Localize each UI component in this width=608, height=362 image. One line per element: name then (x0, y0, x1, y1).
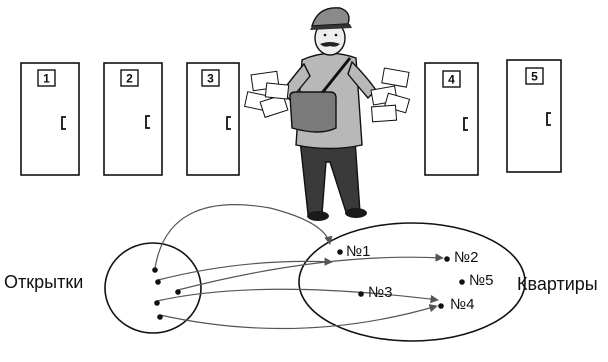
postman-arm-right (347, 60, 377, 100)
apartment-point (337, 249, 343, 255)
postman (244, 7, 411, 221)
apartment-label-1: №1 (346, 243, 370, 260)
door-number: 5 (531, 70, 538, 84)
mapping-arrow (159, 304, 438, 330)
apartment-point (459, 279, 465, 285)
mapping-arrow (177, 253, 444, 291)
mapping-arrow (157, 257, 333, 281)
door-handle (226, 116, 231, 130)
door-number: 3 (207, 72, 214, 86)
apartments-set (298, 222, 526, 342)
postman-mustache (320, 42, 340, 47)
mapping-arrow (154, 204, 333, 269)
door-2: 2 (103, 62, 163, 176)
postman-shoe-right (345, 208, 367, 218)
postman-eye (323, 33, 327, 37)
door-handle (546, 112, 551, 126)
door-handle (61, 116, 66, 130)
door-3: 3 (186, 62, 240, 176)
apartment-label-5: №5 (469, 272, 493, 289)
apartment-point (444, 256, 450, 262)
apartment-point (358, 291, 364, 297)
door-5: 5 (506, 59, 562, 173)
postcard-point (157, 314, 163, 320)
postcards-set (104, 242, 202, 334)
postman-cap (311, 7, 350, 27)
door-number-plate (37, 69, 56, 87)
mapping-arrow (156, 288, 439, 304)
door-handle (463, 117, 468, 131)
postman-bag (289, 91, 337, 133)
apartment-label-3: №3 (368, 284, 392, 301)
door-number-plate (442, 70, 461, 88)
postcard-point (155, 279, 161, 285)
apartment-points (337, 249, 465, 309)
door-number: 4 (448, 73, 455, 87)
postman-trousers (299, 139, 361, 215)
door-number-plate (525, 67, 544, 85)
apartment-label-4: №4 (450, 296, 474, 313)
postman-eye (334, 33, 338, 37)
letters-right-hand (370, 67, 411, 123)
postman-cap-visor (310, 24, 352, 30)
mapping-arrows (154, 204, 444, 330)
door-number: 2 (126, 72, 133, 86)
door-number-plate (120, 69, 139, 87)
apartments-label: Квартиры (517, 274, 598, 294)
postcard-point (175, 289, 181, 295)
postcards-label: Открытки (4, 272, 83, 292)
apartment-point (438, 303, 444, 309)
door-1: 1 (20, 62, 80, 176)
letters-left-hand (244, 70, 290, 118)
door-number: 1 (43, 72, 50, 86)
postcard-points (152, 267, 181, 320)
postcard-point (152, 267, 158, 273)
postcard-point (154, 300, 160, 306)
door-4: 4 (424, 62, 479, 176)
postman-shoe-left (307, 211, 329, 221)
door-handle (145, 115, 150, 129)
door-number-plate (201, 69, 220, 87)
apartment-label-2: №2 (454, 249, 478, 266)
